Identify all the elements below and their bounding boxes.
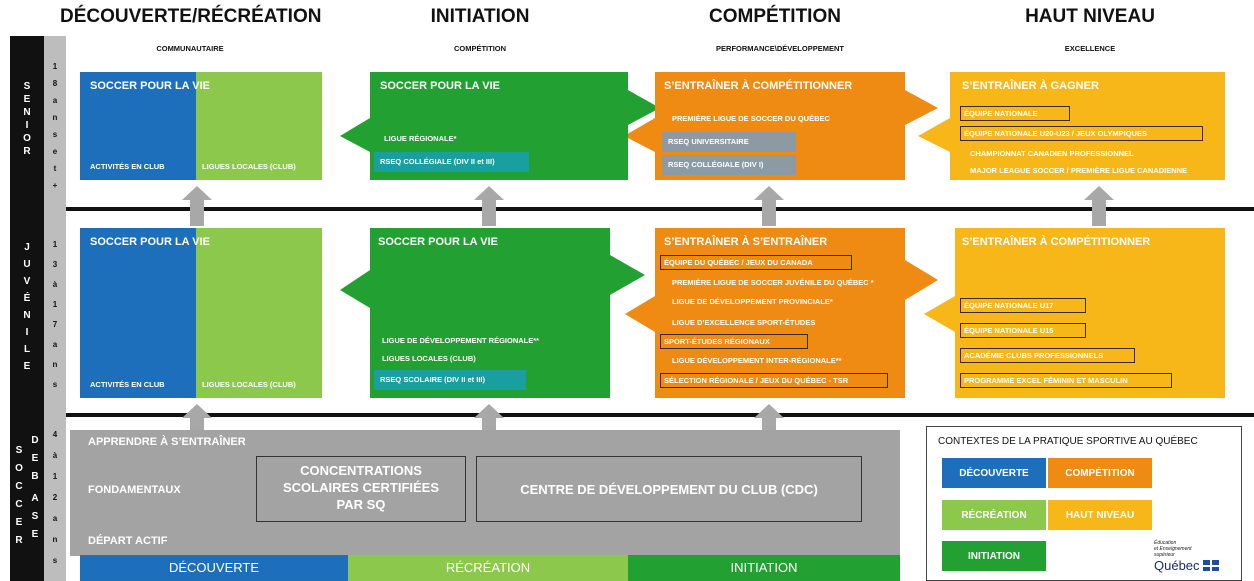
legend-initiation: INITIATION [942, 541, 1046, 571]
base-cdc: CENTRE DE DÉVELOPPEMENT DU CLUB (CDC) [520, 482, 818, 497]
subheader-competition: COMPÉTITION [453, 44, 507, 53]
arrow-juv-competition-left [625, 296, 655, 332]
ribbon-decouverte: DÉCOUVERTE [80, 555, 348, 581]
ribbon-recreation: RÉCRÉATION [348, 555, 628, 581]
juvenile-activites-club: ACTIVITÉS EN CLUB [90, 380, 165, 389]
arrow-juv-initiation-left [340, 270, 370, 308]
senior-ligues-locales: LIGUES LOCALES (CLUB) [202, 162, 296, 171]
senior-initiation-title: SOCCER POUR LA VIE [380, 80, 500, 92]
juvenile-equipe-u15: ÉQUIPE NATIONALE U15 [960, 323, 1086, 338]
legend-recreation: RÉCRÉATION [942, 500, 1046, 530]
juvenile-ligues-locales-club: LIGUES LOCALES (CLUB) [382, 354, 476, 363]
juvenile-recreation-box [196, 228, 322, 398]
subheader-excellence: EXCELLENCE [1064, 44, 1116, 53]
arrow-haut-left [918, 118, 950, 152]
age-column [44, 36, 66, 581]
juvenile-programme-excel: PROGRAMME EXCEL FÉMININ ET MASCULIN [960, 373, 1172, 388]
logo-line1: Éducation [1154, 540, 1177, 546]
base-box [70, 430, 900, 556]
senior-rseq-collegiale-div1: RSEQ COLLÉGIALE (DIV I) [662, 155, 796, 175]
juvenile-ligue-excellence: LIGUE D’EXCELLENCE SPORT-ÉTUDES [672, 318, 816, 327]
juvenile-haut-niveau-box [955, 228, 1225, 398]
juvenile-decouverte-box [80, 228, 196, 398]
senior-recreation-box [196, 72, 322, 180]
legend-title: CONTEXTES DE LA PRATIQUE SPORTIVE AU QUÉ… [938, 436, 1198, 447]
base-apprendre: APPRENDRE À S’ENTRAÎNER [88, 436, 246, 448]
legend-haut-niveau: HAUT NIVEAU [1048, 500, 1152, 530]
base-concentrations-box [256, 456, 466, 522]
juvenile-selection-regionale: SÉLECTION RÉGIONALE / JEUX DU QUÉBEC - T… [660, 373, 888, 388]
logo-line2: et Enseignement [1154, 546, 1192, 552]
subheader-communautaire: COMMUNAUTAIRE [156, 44, 224, 53]
row-separator-2 [66, 413, 1254, 417]
juvenile-equipe-quebec: ÉQUIPE DU QUÉBEC / JEUX DU CANADA [660, 255, 852, 270]
ribbon-initiation: INITIATION [628, 555, 900, 581]
senior-competition-title: S’ENTRAÎNER À COMPÉTITIONNER [664, 80, 853, 92]
header-competition: COMPÉTITION [709, 6, 841, 27]
senior-rseq-collegiale-div2-3: RSEQ COLLÉGIALE (DIV II et III) [374, 152, 529, 172]
senior-equipe-nationale: ÉQUIPE NATIONALE [960, 106, 1070, 121]
header-haut-niveau: HAUT NIVEAU [1025, 6, 1155, 27]
header-decouverte-recreation: DÉCOUVERTE/RÉCRÉATION [60, 6, 322, 27]
arrow-competition-right [905, 90, 938, 125]
base-depart-actif: DÉPART ACTIF [88, 535, 168, 547]
arrow-competition-left [624, 118, 655, 152]
row-label-column [10, 36, 44, 581]
juvenile-ligue-dev-regionale: LIGUE DE DÉVELOPPEMENT RÉGIONALE** [382, 336, 540, 345]
juvenile-equipe-u17: ÉQUIPE NATIONALE U17 [960, 298, 1086, 313]
senior-decouverte-title: SOCCER POUR LA VIE [90, 80, 210, 92]
juvenile-ligue-inter-regionale: LIGUE DÉVELOPPEMENT INTER-RÉGIONALE** [672, 356, 842, 365]
juvenile-ligue-dev-provinciale: LIGUE DE DÉVELOPPEMENT PROVINCIALE* [672, 297, 833, 306]
juvenile-academie: ACADÉMIE CLUBS PROFESSIONNELS [960, 348, 1135, 363]
row-separator-1 [66, 207, 1254, 211]
juvenile-initiation-box [370, 228, 610, 398]
senior-haut-niveau-title: S’ENTRAÎNER À GAGNER [962, 80, 1099, 92]
senior-mls: MAJOR LEAGUE SOCCER / PREMIÈRE LIGUE CAN… [970, 166, 1188, 175]
juvenile-decouverte-title: SOCCER POUR LA VIE [90, 236, 210, 248]
base-fondamentaux: FONDAMENTAUX [88, 484, 181, 496]
legend-decouverte: DÉCOUVERTE [942, 458, 1046, 488]
logo-line3: supérieur [1154, 552, 1175, 558]
header-initiation: INITIATION [430, 6, 530, 27]
arrow-initiation-left [340, 118, 370, 152]
juvenile-sport-etudes: SPORT-ÉTUDES RÉGIONAUX [660, 334, 808, 349]
senior-activites-club: ACTIVITÉS EN CLUB [90, 162, 165, 171]
senior-equipe-nationale-u20-u23: ÉQUIPE NATIONALE U20-U23 / JEUX OLYMPIQU… [960, 126, 1203, 141]
arrow-initiation-right [628, 90, 660, 125]
base-concentrations: CONCENTRATIONS SCOLAIRES CERTIFIÉES PAR … [282, 463, 440, 512]
juvenile-rseq-scolaire: RSEQ SCOLAIRE (DIV II et III) [374, 370, 526, 390]
arrow-juv-initiation-right [610, 255, 645, 295]
fleur-de-lis-flag-icon [1202, 560, 1219, 571]
senior-rseq-universitaire: RSEQ UNIVERSITAIRE [662, 132, 796, 152]
arrow-juv-haut-left [924, 296, 955, 332]
juvenile-haut-niveau-title: S’ENTRAÎNER À COMPÉTITIONNER [962, 236, 1151, 248]
senior-championnat-canadien: CHAMPIONNAT CANADIEN PROFESSIONNEL [970, 149, 1134, 158]
subheader-performance: PERFORMANCE\DÉVELOPPEMENT [716, 44, 844, 53]
senior-decouverte-box [80, 72, 196, 180]
quebec-logo: Éducation et Enseignement supérieur Québ… [1154, 540, 1238, 578]
juvenile-competition-title: S’ENTRAÎNER À S’ENTRAÎNER [664, 236, 828, 248]
juvenile-initiation-title: SOCCER POUR LA VIE [378, 236, 498, 248]
senior-ligue-regionale: LIGUE RÉGIONALE* [384, 134, 457, 143]
juvenile-competition-box [655, 228, 905, 398]
arrow-juv-competition-right [905, 260, 938, 300]
legend-competition: COMPÉTITION [1048, 458, 1152, 488]
base-cdc-box [476, 456, 862, 522]
juvenile-premiere-ligue-juvenile: PREMIÈRE LIGUE DE SOCCER JUVÉNILE DU QUÉ… [672, 278, 874, 287]
juvenile-ligues-locales: LIGUES LOCALES (CLUB) [202, 380, 296, 389]
logo-quebec-text: Québec [1154, 558, 1200, 573]
senior-premiere-ligue-quebec: PREMIÈRE LIGUE DE SOCCER DU QUÉBEC [672, 114, 830, 123]
